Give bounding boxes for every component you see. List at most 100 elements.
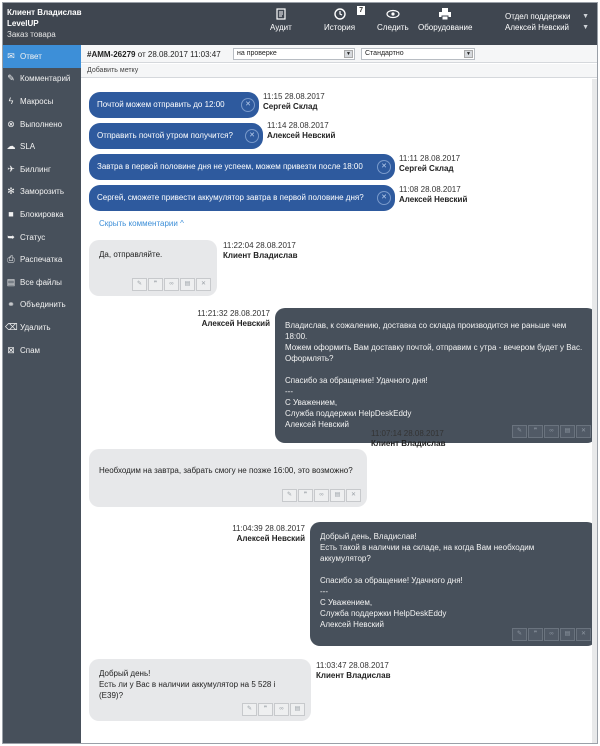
link-icon[interactable]: ∞: [544, 628, 559, 641]
sidebar-item-print[interactable]: ⎙Распечатка: [3, 248, 81, 271]
comment-author: Сергей Склад: [263, 102, 318, 111]
comment-meta: 11:11 28.08.2017 Сергей Склад: [399, 154, 460, 174]
sidebar-item-delete[interactable]: ⌫Удалить: [3, 316, 81, 339]
edit-icon[interactable]: ✎: [512, 425, 527, 438]
add-label-link[interactable]: Добавить метку: [87, 67, 139, 74]
equipment-button[interactable]: Оборудование: [418, 7, 472, 32]
comment-text: Отправить почтой утром получится?: [97, 131, 233, 140]
merge-icon: ⚭: [7, 299, 15, 310]
sidebar-item-label: Статус: [20, 232, 46, 242]
top-header: Клиент Владислав LevelUP Заказ товара Ау…: [3, 3, 597, 45]
history-badge: 7: [357, 6, 366, 15]
client-message: Необходим на завтра, забрать смогу не по…: [89, 449, 367, 507]
lock-icon: ■: [8, 209, 14, 220]
sidebar-item-sla[interactable]: ☁SLA: [3, 135, 81, 158]
sidebar-item-status[interactable]: ➥Статус: [3, 226, 81, 249]
message-line: Добрый день, Владислав!: [320, 532, 417, 541]
file-icon[interactable]: ▤: [290, 703, 305, 716]
sidebar-item-billing[interactable]: ✈Биллинг: [3, 158, 81, 181]
message-author: Клиент Владислав: [371, 439, 446, 448]
message-actions: ✎❞∞▤✕: [511, 628, 591, 641]
hide-comments-link[interactable]: Скрыть комментарии ^: [99, 219, 184, 228]
sidebar-item-label: Блокировка: [20, 209, 64, 219]
scrollbar[interactable]: [592, 79, 597, 743]
comment-time: 11:15 28.08.2017: [263, 92, 325, 101]
priority-select[interactable]: Стандартно▼: [361, 48, 475, 60]
quote-icon[interactable]: ❞: [298, 489, 313, 502]
history-button[interactable]: 7 История: [324, 6, 366, 32]
delete-icon: ⌫: [5, 321, 18, 332]
message-line: Владислав, к сожалению, доставка со скла…: [285, 321, 567, 341]
message-line: Да, отправляйте.: [99, 250, 163, 259]
sidebar-item-lock[interactable]: ■ Блокировка: [3, 203, 81, 226]
comment-bubble: Сергей, сможете привести аккумулятор зав…: [89, 185, 395, 211]
department-selector[interactable]: Отдел поддержки▼ Алексей Невский▼: [505, 11, 589, 33]
quote-icon[interactable]: ❞: [148, 278, 163, 291]
status-select[interactable]: на проверке▼: [233, 48, 355, 60]
sidebar-item-label: Удалить: [20, 322, 51, 332]
comment-text: Сергей, сможете привести аккумулятор зав…: [97, 193, 364, 202]
sidebar-item-comment[interactable]: ✎Комментарий: [3, 68, 81, 91]
link-icon[interactable]: ∞: [164, 278, 179, 291]
history-icon: [333, 8, 346, 20]
history-label: История: [324, 23, 356, 32]
ticket-number: #AMM-26279: [87, 50, 136, 59]
sidebar-item-merge[interactable]: ⚭Объединить: [3, 294, 81, 317]
close-icon[interactable]: ✕: [196, 278, 211, 291]
quote-icon[interactable]: ❞: [528, 628, 543, 641]
edit-icon[interactable]: ✎: [132, 278, 147, 291]
file-icon[interactable]: ▤: [560, 628, 575, 641]
follow-button[interactable]: Следить: [377, 7, 409, 32]
quote-icon[interactable]: ❞: [258, 703, 273, 716]
comment-text: Завтра в первой половине дня не успеем, …: [97, 162, 363, 171]
message-author: Клиент Владислав: [223, 251, 298, 260]
link-icon[interactable]: ∞: [544, 425, 559, 438]
close-icon[interactable]: ✕: [377, 191, 391, 205]
sidebar-item-label: Распечатка: [20, 255, 63, 265]
edit-icon[interactable]: ✎: [512, 628, 527, 641]
message-line: ---: [285, 387, 293, 396]
close-icon[interactable]: ✕: [576, 425, 591, 438]
message-line: Необходим на завтра, забрать смогу не по…: [99, 466, 353, 475]
message-line: Спасибо за обращение! Удачного дня!: [320, 576, 463, 585]
message-author: Клиент Владислав: [316, 671, 391, 680]
sidebar-item-spam[interactable]: ⊠Спам: [3, 339, 81, 362]
sidebar-item-done[interactable]: ⊗Выполнено: [3, 113, 81, 136]
audit-button[interactable]: Аудит: [270, 7, 292, 32]
link-icon[interactable]: ∞: [314, 489, 329, 502]
sidebar-item-label: Комментарий: [20, 74, 71, 84]
client-info[interactable]: Клиент Владислав LevelUP Заказ товара: [7, 7, 82, 40]
file-icon[interactable]: ▤: [180, 278, 195, 291]
close-icon[interactable]: ✕: [241, 98, 255, 112]
sidebar-item-freeze[interactable]: ✻Заморозить: [3, 181, 81, 204]
client-name: Клиент Владислав: [7, 8, 82, 17]
close-icon[interactable]: ✕: [377, 160, 391, 174]
ticket-id: #AMM-26279 от 28.08.2017 11:03:47: [87, 50, 221, 59]
macro-icon: ϟ: [8, 96, 14, 107]
message-time: 11:22:04 28.08.2017: [223, 241, 296, 250]
file-icon[interactable]: ▤: [560, 425, 575, 438]
link-icon[interactable]: ∞: [274, 703, 289, 716]
comment-author: Сергей Склад: [399, 164, 454, 173]
edit-icon[interactable]: ✎: [282, 489, 297, 502]
close-icon[interactable]: ✕: [245, 129, 259, 143]
message-line: Есть ли у Вас в наличии аккумулятор на 5…: [99, 680, 276, 700]
eye-icon: [386, 9, 400, 19]
sidebar-item-reply[interactable]: ✉Ответ: [3, 45, 81, 68]
equipment-label: Оборудование: [418, 23, 473, 32]
message-actions: ✎❞∞▤✕: [511, 425, 591, 438]
edit-icon[interactable]: ✎: [242, 703, 257, 716]
chevron-down-icon: ▼: [344, 50, 353, 58]
comment-time: 11:14 28.08.2017: [267, 121, 329, 130]
sidebar-item-files[interactable]: ▤Все файлы: [3, 271, 81, 294]
quote-icon[interactable]: ❞: [528, 425, 543, 438]
close-icon[interactable]: ✕: [346, 489, 361, 502]
message-meta: 11:21:32 28.08.2017 Алексей Невский: [169, 309, 270, 329]
file-icon[interactable]: ▤: [330, 489, 345, 502]
priority-value: Стандартно: [365, 50, 404, 57]
done-icon: ⊗: [7, 118, 15, 129]
close-icon[interactable]: ✕: [576, 628, 591, 641]
